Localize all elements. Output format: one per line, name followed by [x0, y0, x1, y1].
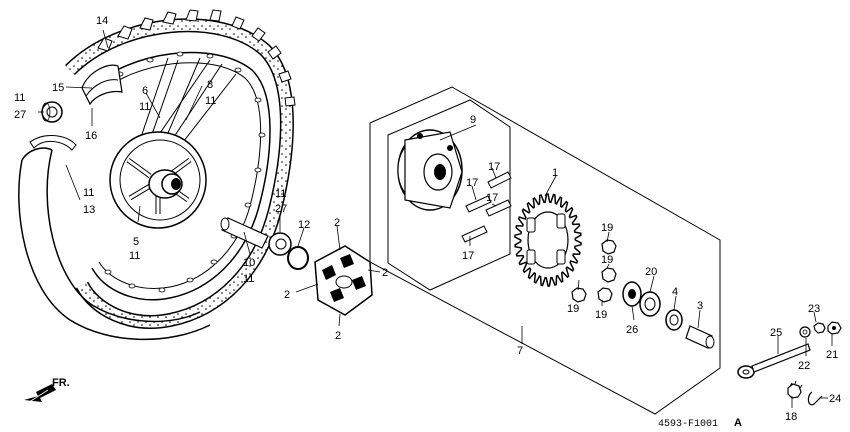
- oil-seal-20: [639, 291, 661, 317]
- chain-adjuster: [737, 343, 811, 379]
- flange-nuts: [571, 239, 617, 303]
- cotter-pin-24: [807, 391, 823, 406]
- callout-5: 5: [133, 236, 139, 248]
- callout-11: 11: [83, 187, 94, 199]
- callout-19: 19: [601, 222, 613, 234]
- inner-tube: [18, 135, 211, 341]
- callout-11: 11: [14, 92, 25, 104]
- rim-band: [81, 64, 123, 106]
- callouts: 14 15 11 27 6 11 8 11 16 11 13 5 11 11 2…: [14, 15, 841, 423]
- leader-lines: [38, 29, 833, 408]
- callout-23: 23: [808, 303, 820, 315]
- callout-2: 2: [284, 289, 290, 301]
- callout-10: 10: [243, 257, 255, 269]
- callout-2: 2: [382, 267, 388, 279]
- callout-27: 27: [275, 203, 287, 215]
- damper-rubbers: [314, 245, 373, 316]
- front-arrow-icon: [24, 384, 56, 405]
- callout-11: 11: [275, 188, 286, 200]
- rim: [87, 51, 271, 301]
- sprocket: [514, 193, 582, 287]
- drawing-code: 4593-F1001: [658, 419, 718, 430]
- bearing-27: [268, 232, 292, 256]
- oil-seal-4: [665, 309, 683, 331]
- callout-9: 9: [470, 114, 476, 126]
- callout-22: 22: [798, 360, 810, 372]
- callout-2: 2: [334, 217, 340, 229]
- callout-27: 27: [14, 109, 26, 121]
- flange-group-frame: [369, 86, 721, 415]
- callout-11: 11: [129, 250, 140, 262]
- callout-6: 6: [142, 85, 148, 97]
- o-ring-12: [287, 246, 309, 270]
- callout-18: 18: [785, 411, 797, 423]
- hub: [109, 131, 207, 229]
- callout-12: 12: [298, 219, 310, 231]
- callout-19: 19: [601, 254, 613, 266]
- callout-17: 17: [486, 192, 498, 204]
- washer-22: [799, 326, 811, 338]
- callout-8: 8: [207, 79, 213, 91]
- callout-17: 17: [466, 177, 478, 189]
- callout-11: 11: [243, 273, 254, 285]
- callout-21: 21: [826, 349, 838, 361]
- callout-24: 24: [829, 393, 841, 405]
- callout-17: 17: [488, 161, 500, 173]
- callout-20: 20: [645, 266, 657, 278]
- callout-16: 16: [85, 130, 97, 142]
- castle-nut-18: [787, 380, 803, 399]
- callout-15: 15: [52, 82, 64, 94]
- callout-7: 7: [517, 345, 523, 357]
- studs: [461, 171, 512, 243]
- callout-13: 13: [83, 204, 95, 216]
- nut-21: [827, 321, 842, 335]
- callout-11: 11: [205, 95, 216, 107]
- callout-11: 11: [139, 101, 150, 113]
- driven-flange: [397, 129, 463, 211]
- callout-14: 14: [96, 15, 108, 27]
- callout-26: 26: [626, 324, 638, 336]
- callout-1: 1: [552, 167, 558, 179]
- rim-spoke-holes: [104, 51, 266, 293]
- callout-19: 19: [567, 303, 579, 315]
- nut-23: [813, 322, 826, 334]
- front-indicator-label: FR.: [52, 377, 70, 389]
- collar-3: [685, 325, 715, 349]
- callout-4: 4: [672, 286, 678, 298]
- drawing-suffix: A: [734, 417, 742, 429]
- callout-25: 25: [770, 327, 782, 339]
- callout-19: 19: [595, 309, 607, 321]
- distance-collar: [220, 217, 269, 249]
- hub-bearing-left: [41, 101, 63, 123]
- spokes: [139, 57, 237, 147]
- callout-3: 3: [697, 300, 703, 312]
- callout-17: 17: [462, 250, 474, 262]
- callout-2: 2: [335, 330, 341, 342]
- bearing-26: [622, 281, 642, 307]
